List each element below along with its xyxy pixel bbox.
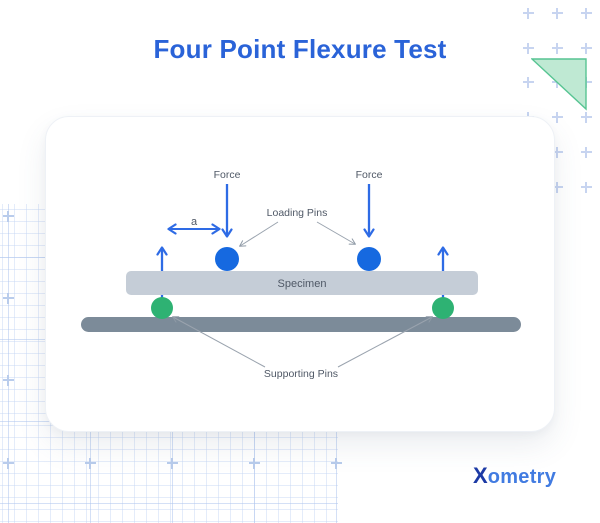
plus-icon [580, 146, 592, 158]
supporting-pins-pointer-right [337, 316, 433, 368]
force-label-right: Force [356, 169, 383, 181]
specimen-label: Specimen [278, 278, 327, 290]
diagram-card: Force Force a Loading Pins Specimen [45, 116, 555, 432]
plus-icon [580, 7, 592, 19]
plus-icon [580, 181, 592, 193]
logo-x-mark: X [473, 463, 488, 488]
xometry-logo: Xometry [473, 463, 556, 489]
loading-pins-label: Loading Pins [267, 207, 328, 219]
loading-pins-pointer-left [239, 221, 279, 247]
loading-pins-pointer-right [316, 221, 356, 245]
specimen-bar [126, 271, 478, 295]
plus-icon [580, 111, 592, 123]
triangle-decoration-icon [531, 58, 587, 111]
plus-icon [522, 7, 534, 19]
loading-pin-right [357, 247, 381, 271]
supporting-pin-right [432, 297, 454, 319]
distance-label: a [191, 216, 198, 228]
flexure-test-diagram: Force Force a Loading Pins Specimen [81, 169, 521, 380]
supporting-pins-pointer-left [172, 316, 266, 368]
supporting-pin-left [151, 297, 173, 319]
supporting-pins-label: Supporting Pins [264, 368, 338, 380]
logo-wordmark: ometry [487, 466, 557, 488]
support-base-bar [81, 317, 521, 332]
page-title: Four Point Flexure Test [153, 34, 447, 64]
plus-icon [551, 7, 563, 19]
loading-pin-left [215, 247, 239, 271]
force-label-left: Force [214, 169, 241, 181]
